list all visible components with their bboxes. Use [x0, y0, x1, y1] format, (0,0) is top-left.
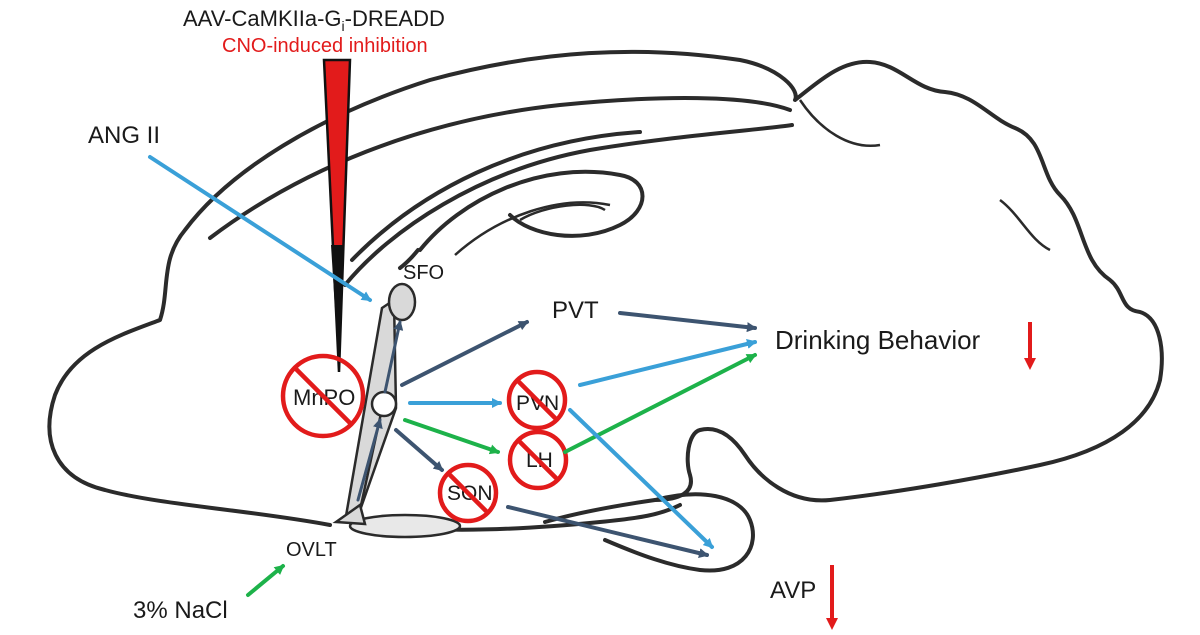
construct-text: AAV-CaMKIIa-G: [183, 6, 342, 31]
pvt-label: PVT: [552, 297, 599, 324]
arrow-pvn-to-drinking: [578, 339, 757, 387]
ovlt-label: OVLT: [286, 539, 337, 561]
arrow-mnpo-to-lh: [403, 418, 500, 455]
arrow-mnpo-to-son: [394, 428, 444, 472]
mnpo-inhibition-symbol: [280, 353, 366, 439]
arrow-ang-to-sfo: [148, 155, 372, 302]
construct-subscript: i: [342, 18, 345, 34]
son-inhibition-symbol: [437, 462, 499, 524]
brain-outline: [47, 49, 1164, 573]
arrow-son-to-pituitary: [506, 505, 709, 558]
treatment-label: CNO-induced inhibition: [222, 35, 428, 57]
projection-arrows: [148, 155, 757, 597]
arrow-mnpo-to-pvt: [400, 320, 529, 387]
arrow-pvt-to-drinking: [618, 311, 757, 333]
sfo-label: SFO: [403, 262, 444, 284]
pvn-inhibition-symbol: [506, 369, 568, 431]
avp-label: AVP: [770, 577, 816, 604]
injection-needle: [322, 58, 352, 373]
ang-ii-label: ANG II: [88, 122, 160, 149]
drinking-behavior-label: Drinking Behavior: [775, 325, 981, 355]
nacl-label: 3% NaCl: [133, 597, 228, 624]
arrow-pvn-to-pituitary: [568, 408, 714, 549]
arrow-ovlt-to-mnpo: [356, 418, 383, 502]
construct-label: AAV-CaMKIIa-Gi-DREADD: [183, 6, 445, 34]
lh-inhibition-symbol: [507, 429, 569, 491]
arrow-mnpo-to-sfo: [383, 320, 404, 394]
construct-suffix: -DREADD: [345, 6, 445, 31]
arrow-nacl-to-ovlt: [246, 564, 285, 597]
